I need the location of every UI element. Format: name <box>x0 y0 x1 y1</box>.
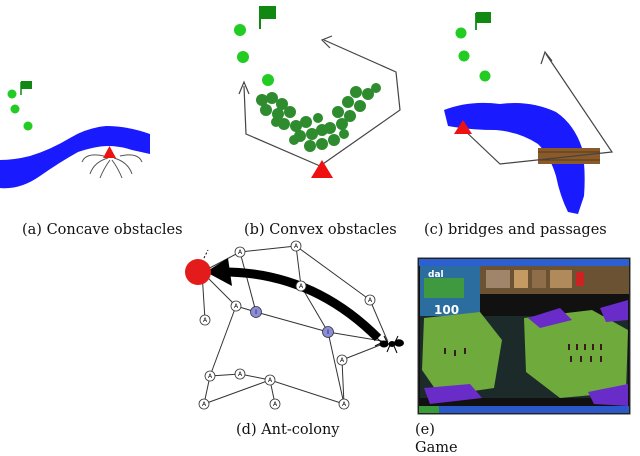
node: A <box>234 246 246 258</box>
path-marker-c2 <box>458 50 470 62</box>
svg-text:A: A <box>273 401 278 408</box>
caption-b: (b) Convex obstacles <box>244 222 397 238</box>
game-taskbar <box>419 406 629 413</box>
path-marker-a1 <box>7 89 17 99</box>
node: A <box>199 314 211 326</box>
node: A <box>295 280 307 292</box>
purple-border-3 <box>424 384 482 404</box>
goal-flag-a <box>20 81 32 95</box>
highlight-node: I <box>322 326 334 338</box>
svg-text:A: A <box>268 377 273 384</box>
svg-text:A: A <box>342 401 347 408</box>
svg-text:A: A <box>203 317 208 324</box>
hex-field-left <box>422 312 502 396</box>
path-marker-b2 <box>237 51 249 63</box>
node: A <box>234 368 246 380</box>
path-marker-c3 <box>479 70 491 82</box>
food-source <box>185 259 211 285</box>
svg-text:A: A <box>238 249 243 256</box>
panel-game: dal 100 <box>417 257 631 415</box>
node: A <box>269 398 281 410</box>
graph-edges <box>201 245 389 405</box>
caption-d: (d) Ant-colony <box>236 422 340 438</box>
caption-e-game: Game <box>415 440 458 456</box>
svg-text:A: A <box>368 297 373 304</box>
path-marker-b3 <box>262 74 274 86</box>
unit-marks <box>444 344 602 362</box>
goal-flag-b <box>259 6 276 29</box>
path-marker-a2 <box>10 104 20 114</box>
node: A <box>230 300 242 312</box>
path-marker-c1 <box>455 27 467 39</box>
svg-text:A: A <box>340 357 345 364</box>
game-titlebar <box>419 259 629 266</box>
game-counter-top: dal <box>428 270 444 280</box>
water-obstacle-a <box>0 126 150 189</box>
ant-colony-nodes: A A A A A A A A A A A A A I I <box>198 240 376 410</box>
ant-swarm-arrows <box>81 154 143 179</box>
path-marker-b1 <box>234 24 246 36</box>
caption-e-label: (e) <box>415 422 435 438</box>
caption-c: (c) bridges and passages <box>424 222 607 238</box>
purple-border-1 <box>528 308 572 328</box>
panel-convex-obstacles <box>234 6 401 178</box>
svg-text:I: I <box>327 329 329 336</box>
node: A <box>204 370 216 382</box>
hex-field-right <box>524 310 628 398</box>
purple-border-4 <box>588 384 628 406</box>
path-c <box>461 53 614 165</box>
start-triangle-c <box>454 120 472 134</box>
svg-text:A: A <box>208 373 213 380</box>
svg-text:A: A <box>299 283 304 290</box>
svg-text:I: I <box>255 309 257 316</box>
svg-text:A: A <box>238 371 243 378</box>
purple-border-2 <box>600 300 628 322</box>
node: A <box>336 354 348 366</box>
node: A <box>264 374 276 386</box>
ant-icon <box>374 335 404 354</box>
node: A <box>198 398 210 410</box>
svg-text:A: A <box>234 303 239 310</box>
game-counter-bottom: 100 <box>434 303 459 317</box>
goal-flag-c <box>475 12 491 30</box>
start-triangle-b <box>311 160 333 178</box>
svg-text:A: A <box>202 401 207 408</box>
panel-concave-obstacles <box>0 81 150 189</box>
water-obstacle-c <box>444 102 585 214</box>
caption-a: (a) Concave obstacles <box>22 222 183 238</box>
path-marker-a3 <box>23 121 33 131</box>
path-b <box>243 39 401 167</box>
node: A <box>338 398 350 410</box>
node: A <box>290 240 302 252</box>
bridge <box>538 148 600 164</box>
svg-text:A: A <box>294 243 299 250</box>
forest-obstacle <box>256 83 381 152</box>
panel-bridges-passages <box>444 12 614 214</box>
node: A <box>364 294 376 306</box>
highlight-node: I <box>250 306 262 318</box>
start-triangle-a <box>103 146 116 158</box>
panel-ant-colony: A A A A A A A A A A A A A I I <box>185 240 404 410</box>
